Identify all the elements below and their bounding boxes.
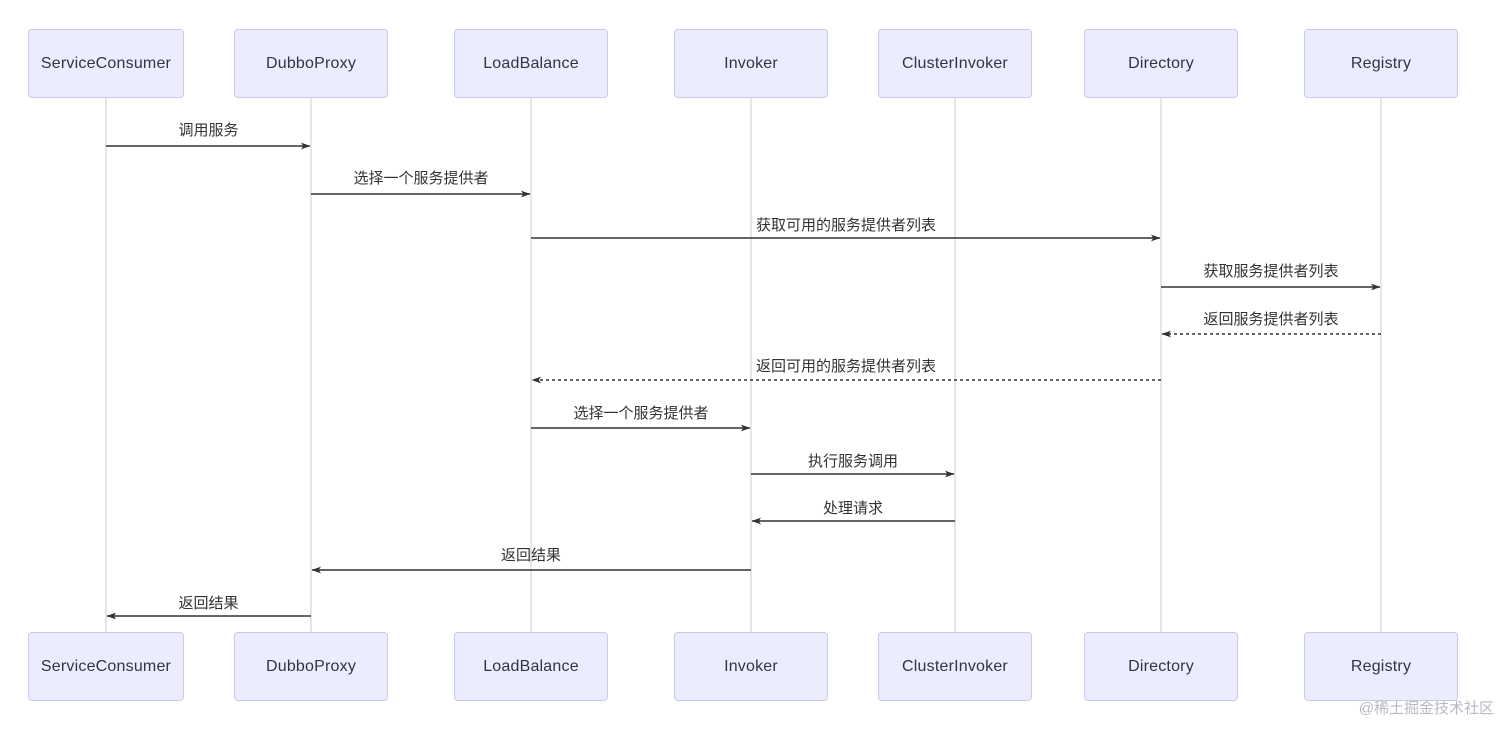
participant-box-invoker[interactable]: Invoker — [674, 632, 828, 701]
participant-label: Invoker — [724, 54, 778, 72]
participant-label: Directory — [1128, 54, 1194, 72]
participant-box-clusterinvoker[interactable]: ClusterInvoker — [878, 29, 1032, 98]
message-label-8: 执行服务调用 — [807, 453, 899, 470]
participant-box-directory[interactable]: Directory — [1084, 632, 1238, 701]
participant-label: Registry — [1350, 54, 1412, 72]
message-label-3: 获取可用的服务提供者列表 — [755, 217, 937, 234]
message-label-2: 选择一个服务提供者 — [353, 170, 489, 187]
participant-label: ServiceConsumer — [40, 657, 172, 675]
participant-label: ServiceConsumer — [40, 54, 172, 72]
participant-box-loadbalance[interactable]: LoadBalance — [454, 632, 608, 701]
participant-box-clusterinvoker[interactable]: ClusterInvoker — [878, 632, 1032, 701]
participant-label: LoadBalance — [483, 657, 579, 675]
lifelines-group — [105, 98, 1382, 632]
participant-label: DubboProxy — [265, 657, 357, 675]
message-label-9: 处理请求 — [822, 500, 884, 517]
watermark-text: @稀土掘金技术社区 — [1358, 700, 1494, 717]
participant-box-dubboproxy[interactable]: DubboProxy — [234, 29, 388, 98]
participant-box-invoker[interactable]: Invoker — [674, 29, 828, 98]
participant-label: LoadBalance — [483, 54, 579, 72]
participant-label: Registry — [1350, 657, 1412, 675]
participant-label: Invoker — [724, 657, 778, 675]
message-label-5: 返回服务提供者列表 — [1203, 311, 1339, 328]
participant-box-serviceconsumer[interactable]: ServiceConsumer — [28, 29, 184, 98]
participant-box-loadbalance[interactable]: LoadBalance — [454, 29, 608, 98]
participant-label: Directory — [1128, 657, 1194, 675]
participant-label: ClusterInvoker — [902, 54, 1008, 72]
participant-box-registry[interactable]: Registry — [1304, 29, 1458, 98]
participant-box-registry[interactable]: Registry — [1304, 632, 1458, 701]
message-label-6: 返回可用的服务提供者列表 — [755, 358, 937, 375]
message-label-10: 返回结果 — [500, 547, 562, 564]
message-arrows-group — [106, 142, 1381, 620]
participant-box-serviceconsumer[interactable]: ServiceConsumer — [28, 632, 184, 701]
message-label-4: 获取服务提供者列表 — [1203, 263, 1339, 280]
participant-label: DubboProxy — [265, 54, 357, 72]
participant-box-dubboproxy[interactable]: DubboProxy — [234, 632, 388, 701]
message-label-11: 返回结果 — [178, 595, 239, 612]
participant-box-directory[interactable]: Directory — [1084, 29, 1238, 98]
message-label-1: 调用服务 — [178, 122, 239, 139]
participant-label: ClusterInvoker — [902, 657, 1008, 675]
message-label-7: 选择一个服务提供者 — [573, 405, 709, 422]
